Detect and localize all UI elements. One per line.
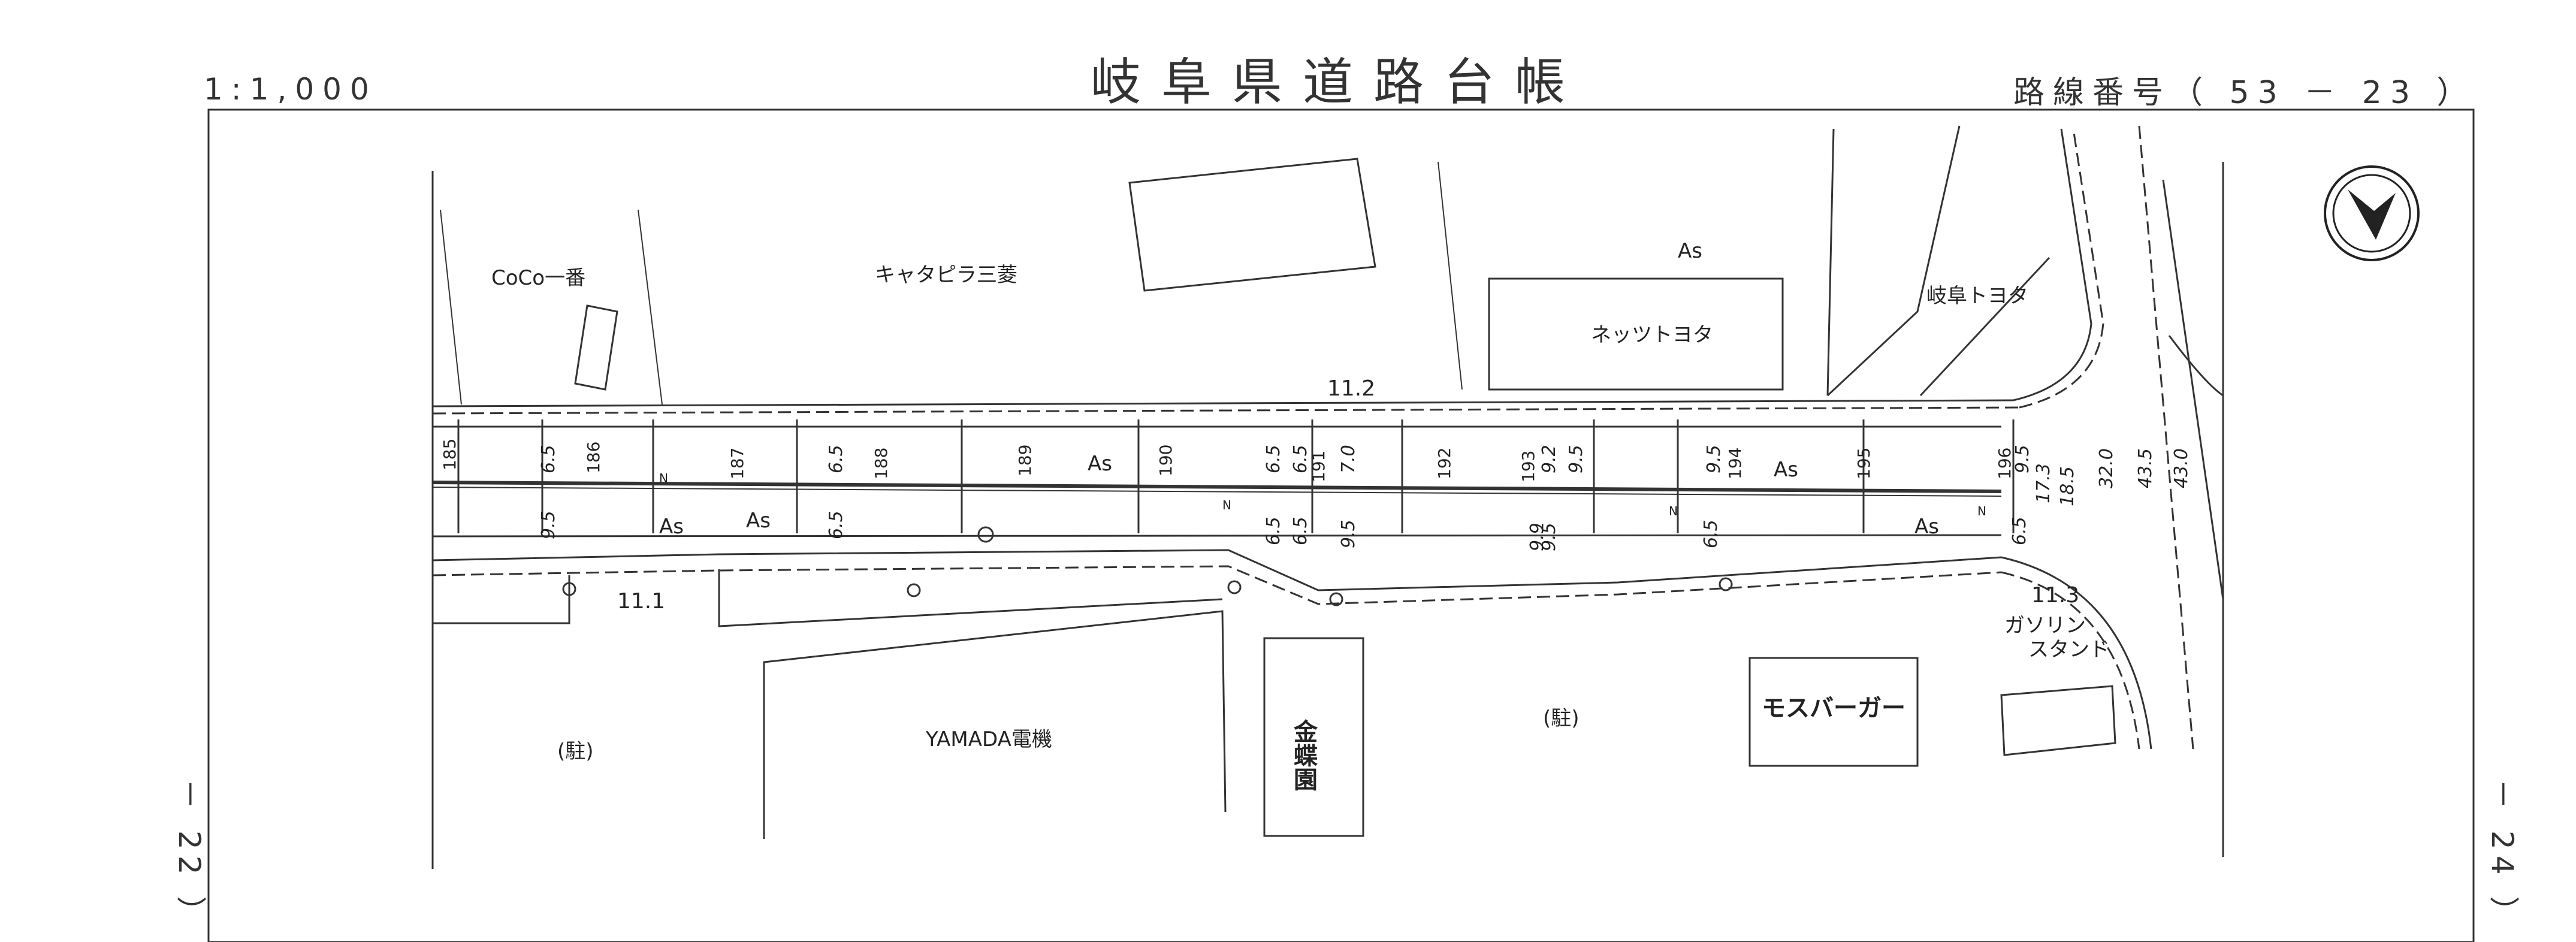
svg-text:9.9: 9.9: [1527, 523, 1548, 551]
label-gas-station-2: スタンド: [2028, 638, 2110, 662]
label-parking-left: (駐): [557, 739, 594, 763]
svg-text:9.5: 9.5: [538, 511, 559, 539]
station-196: 196: [1995, 448, 2015, 479]
map-scale: 1:1,000: [204, 72, 378, 107]
station-190: 190: [1156, 445, 1176, 476]
station-ticks: [457, 419, 2015, 533]
station-193: 193: [1518, 451, 1538, 482]
cross-widths: 17.3 18.5 32.0 43.5 43.0: [2033, 448, 2192, 506]
label-parking-mid: (駐): [1543, 707, 1580, 730]
width-east: 11.3: [2031, 583, 2079, 608]
station-194: 194: [1725, 448, 1745, 479]
label-as-2: As: [1774, 458, 1798, 482]
svg-text:9.5: 9.5: [1704, 445, 1725, 473]
north-arrow-icon: [2324, 165, 2420, 261]
svg-text:32.0: 32.0: [2096, 448, 2117, 488]
n-markers: N N N N: [659, 471, 1986, 518]
label-gas-station-1: ガソリン: [2004, 614, 2086, 638]
svg-text:6.5: 6.5: [1701, 520, 1722, 548]
svg-text:7.0: 7.0: [1338, 445, 1359, 473]
adjacent-sheet-right: － 24 ）: [2485, 779, 2520, 932]
station-195: 195: [1854, 448, 1874, 479]
svg-text:6.5: 6.5: [1263, 517, 1284, 545]
center-line: [432, 481, 2002, 493]
caterpillar-building: [1128, 158, 1376, 292]
cross-road-sw-edge: [2001, 556, 2152, 750]
north-road-edge: [432, 399, 2014, 407]
svg-text:43.0: 43.0: [2171, 448, 2192, 488]
svg-text:6.5: 6.5: [2009, 517, 2030, 545]
width-south: 11.1: [617, 589, 665, 614]
map-frame: [207, 108, 2475, 942]
label-mos-burger: モスバーガー: [1762, 695, 1905, 722]
cross-road: [2001, 125, 2224, 750]
svg-text:9.5: 9.5: [1566, 445, 1587, 473]
netz-toyota-building: [1488, 277, 1784, 391]
svg-text:18.5: 18.5: [2057, 466, 2078, 506]
utility-symbols: [562, 526, 1733, 606]
south-road-edge-dashed: [432, 565, 2002, 605]
svg-text:6.5: 6.5: [538, 445, 559, 473]
north-road-edge-dashed: [432, 406, 2020, 415]
gifu-toyota-lot-north: [1826, 125, 1961, 397]
svg-text:6.5: 6.5: [1290, 517, 1311, 545]
north-widths: 6.5 6.5 6.5 6.5 7.0 9.2 9.5 9.5 9.5: [538, 445, 2033, 473]
gas-station-canopy: [2000, 685, 2116, 756]
station-numbers: 185 186 187 188 189 190 191 192 193 194 …: [440, 439, 2015, 482]
svg-text:9.5: 9.5: [1539, 523, 1560, 551]
coco-building: [574, 304, 618, 391]
buildings: [431, 125, 2116, 839]
label-kinchoen: 金蝶園: [1289, 718, 1318, 791]
sheet-title: 岐阜県道路台帳: [1091, 53, 1586, 111]
label-as-1: As: [1088, 452, 1112, 476]
svg-text:6.5: 6.5: [1290, 445, 1311, 473]
label-as-4: As: [746, 509, 771, 533]
south-curb-line: [432, 534, 2002, 538]
svg-text:6.5: 6.5: [826, 511, 847, 539]
station-188: 188: [871, 448, 891, 479]
label-yamada: YAMADA電機: [925, 727, 1052, 751]
south-road-edge: [432, 549, 2002, 591]
svg-text:9.5: 9.5: [1338, 520, 1359, 548]
mos-burger-building: [1748, 657, 1919, 767]
label-as-3: As: [659, 515, 684, 539]
width-north: 11.2: [1327, 376, 1375, 401]
cross-road-median: [2138, 125, 2194, 750]
label-caterpillar: キャタピラ三菱: [875, 263, 1017, 287]
station-191: 191: [1309, 451, 1328, 482]
label-coco: CoCo一番: [491, 266, 585, 290]
adjacent-sheet-left: － 22 ）: [172, 779, 207, 932]
station-189: 189: [1015, 445, 1035, 476]
svg-text:6.5: 6.5: [826, 445, 847, 473]
svg-text:N: N: [1977, 504, 1986, 518]
label-as-north: As: [1678, 239, 1702, 263]
kinchoen-building: [1263, 637, 1364, 837]
label-as-5: As: [1914, 515, 1939, 539]
gifu-toyota-lot-west: [1826, 128, 1835, 396]
south-widths: 9.5 6.5 6.5 6.5 9.5 9.5 9.9 6.5 6.5: [538, 511, 2030, 551]
svg-text:9.2: 9.2: [1539, 445, 1560, 473]
route-number: 路線番号（ 53 － 23 ）: [2013, 75, 2477, 111]
svg-text:43.5: 43.5: [2135, 448, 2156, 488]
center-line-2: [432, 487, 2002, 497]
cross-road-east-edge: [2162, 179, 2224, 600]
gifu-toyota-lot-diag: [1919, 256, 2050, 397]
svg-text:N: N: [1669, 504, 1678, 518]
label-gifu-toyota: 岐阜トヨタ: [1926, 284, 2028, 308]
yamada-building: [763, 610, 1227, 839]
fences: [440, 161, 1463, 405]
svg-text:9.5: 9.5: [2012, 445, 2033, 473]
station-186: 186: [584, 442, 603, 473]
label-netz-toyota: ネッツトヨタ: [1591, 323, 1713, 347]
svg-text:N: N: [1222, 498, 1231, 512]
road-edges: [431, 162, 2224, 869]
station-192: 192: [1435, 448, 1454, 479]
svg-text:6.5: 6.5: [1263, 445, 1284, 473]
svg-text:N: N: [659, 471, 668, 485]
svg-text:17.3: 17.3: [2033, 463, 2054, 503]
station-185: 185: [440, 439, 460, 470]
station-187: 187: [727, 448, 747, 479]
cross-road-west-edge: [2013, 128, 2092, 401]
